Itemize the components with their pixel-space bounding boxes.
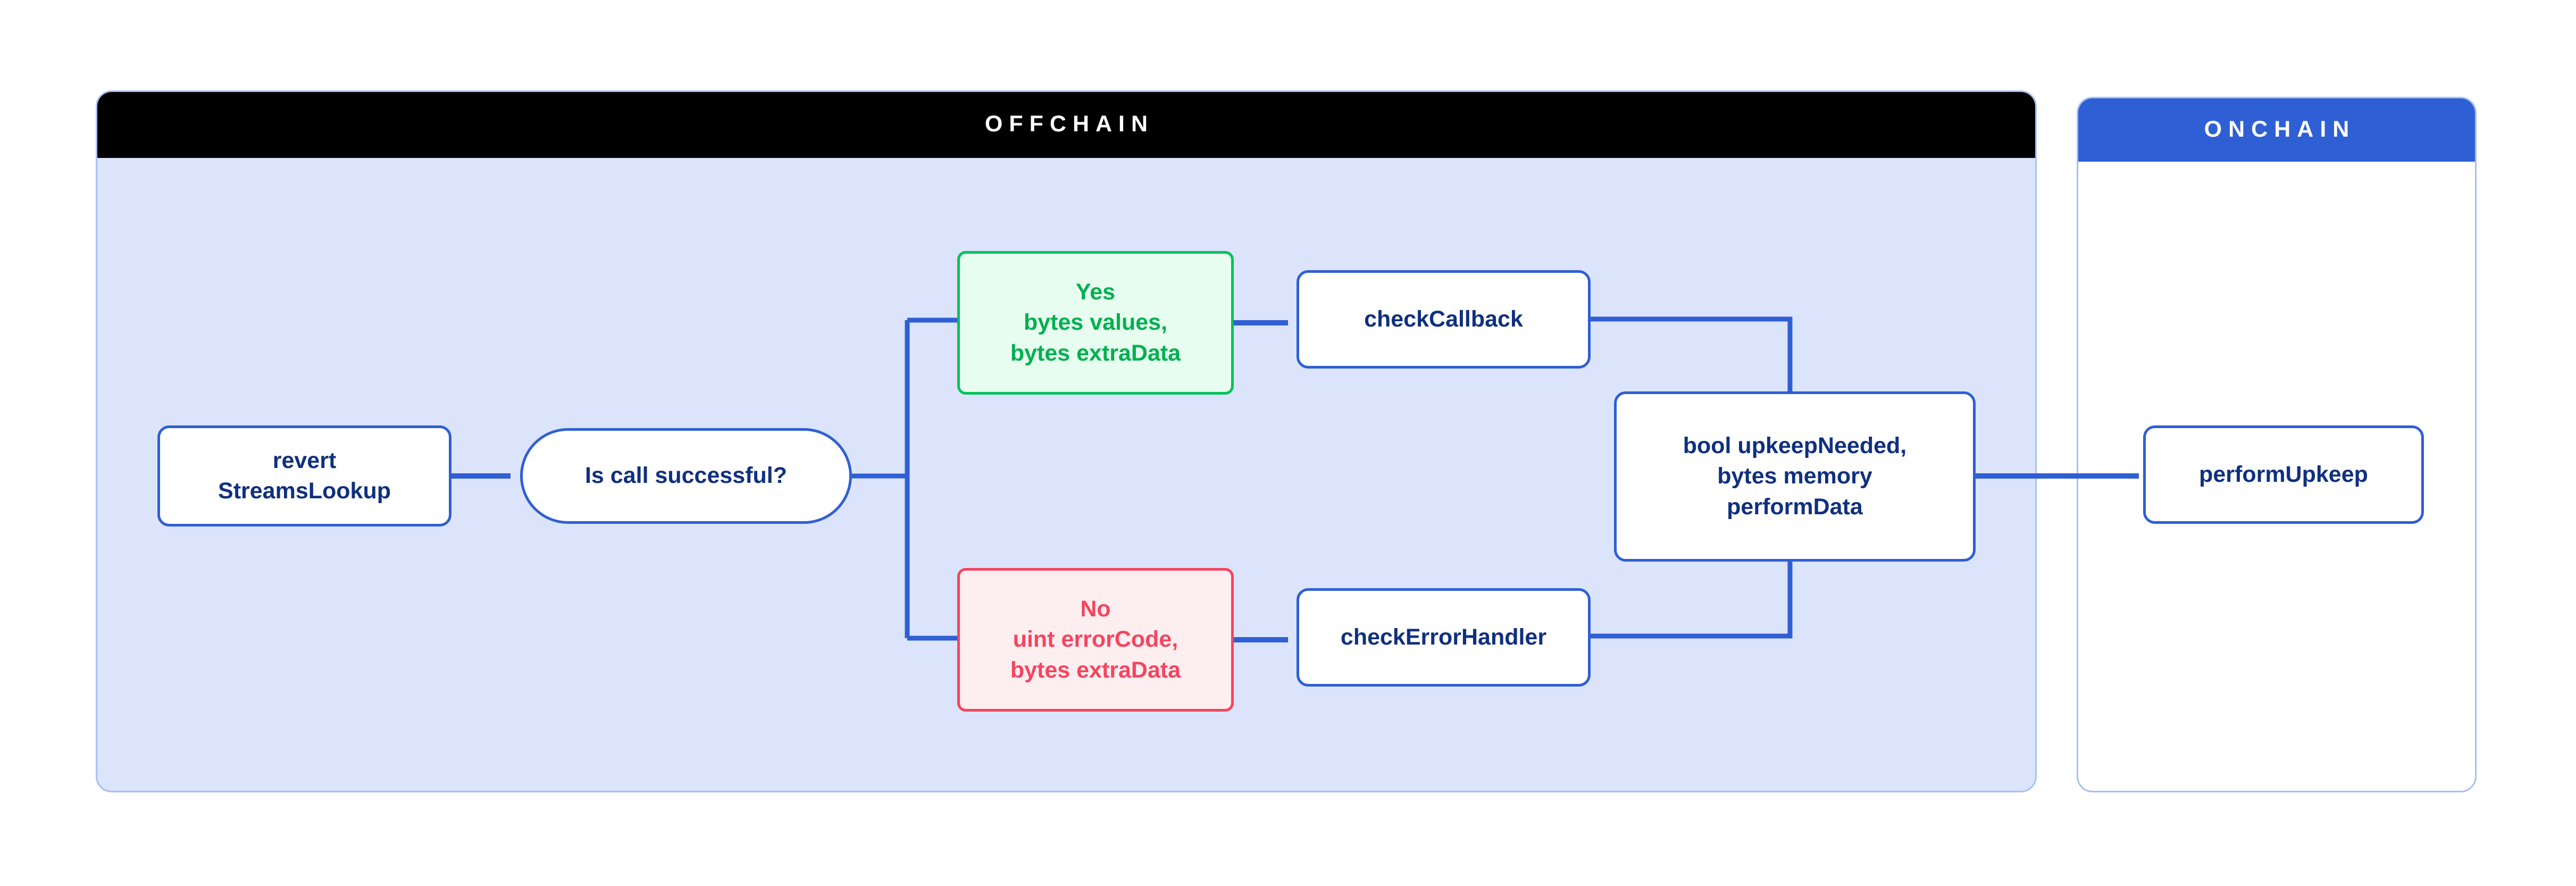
onchain-panel-title: ONCHAIN (2078, 98, 2475, 162)
node-check-error-handler[interactable]: checkErrorHandler (1297, 588, 1591, 687)
node-is-call-successful[interactable]: Is call successful? (520, 428, 852, 524)
offchain-panel-title: OFFCHAIN (97, 92, 2035, 158)
node-yes-branch[interactable]: Yes bytes values, bytes extraData (957, 251, 1234, 395)
node-revert-streamslookup[interactable]: revert StreamsLookup (157, 425, 451, 526)
node-no-branch[interactable]: No uint errorCode, bytes extraData (957, 568, 1234, 712)
node-perform-upkeep[interactable]: performUpkeep (2143, 425, 2424, 524)
node-check-callback[interactable]: checkCallback (1297, 270, 1591, 369)
node-bool-upkeep-needed[interactable]: bool upkeepNeeded, bytes memory performD… (1614, 391, 1976, 562)
